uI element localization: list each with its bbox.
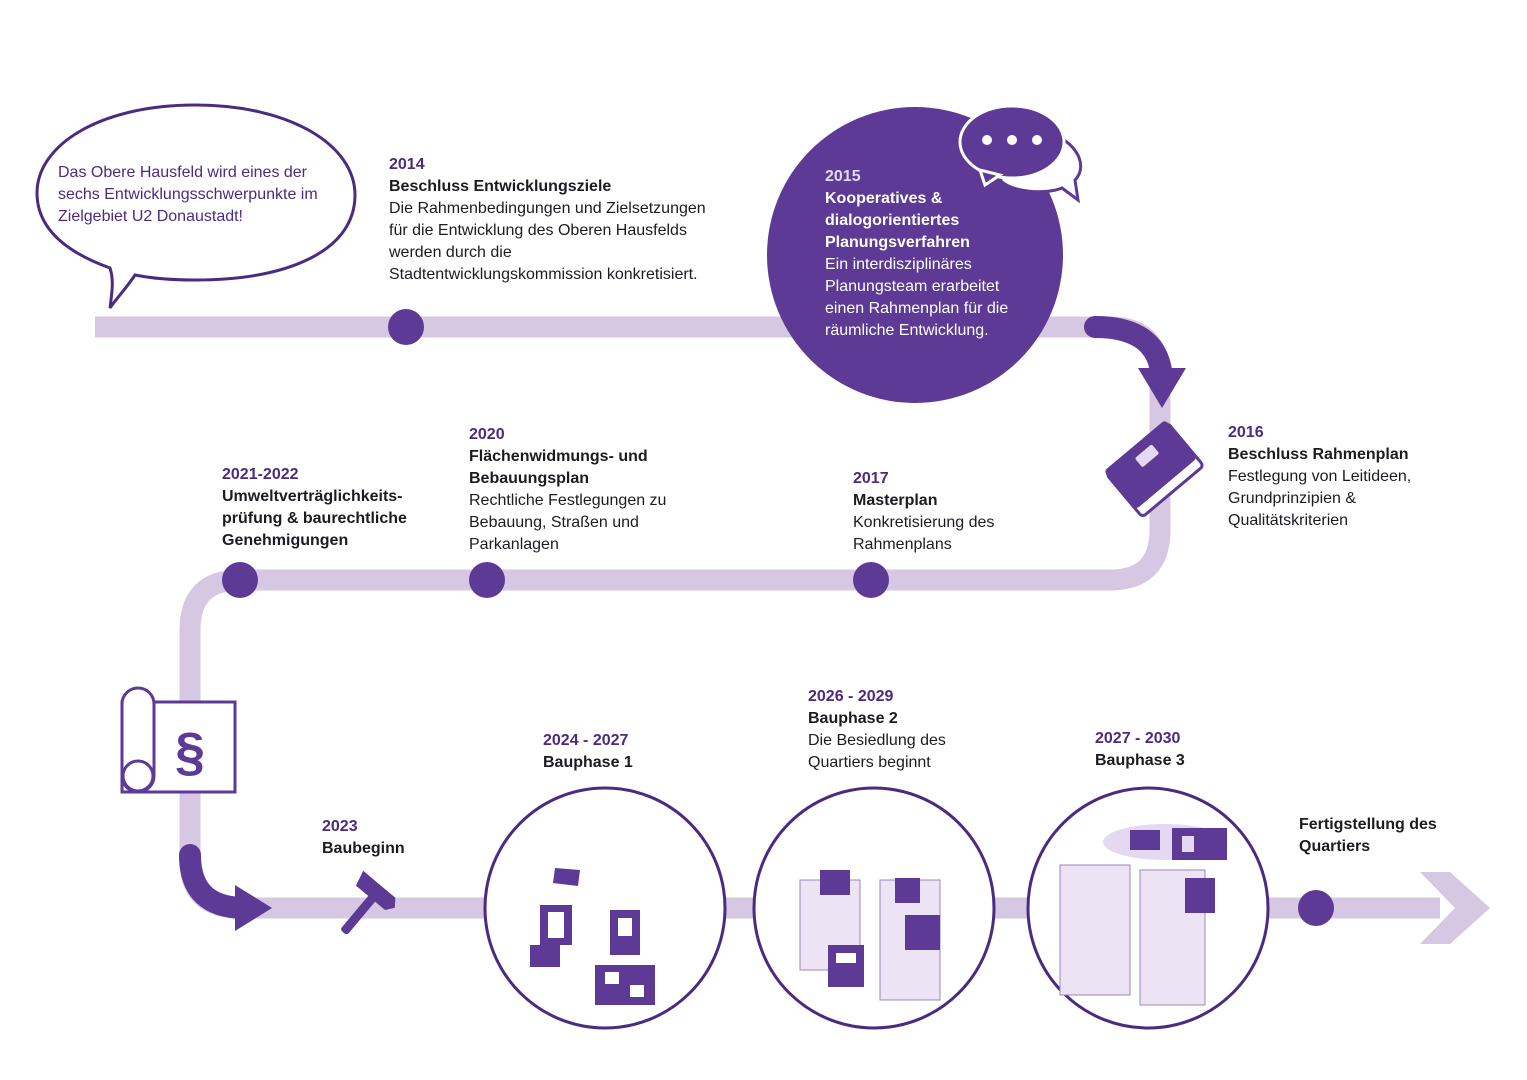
milestone-2017: 2017 Masterplan Konkretisierung des Rahm… bbox=[853, 468, 1043, 556]
milestone-year: 2016 bbox=[1228, 424, 1264, 441]
construction-phase-3-circle bbox=[1026, 786, 1270, 1030]
timeline-track bbox=[95, 316, 1440, 919]
milestone-year: 2024 - 2027 bbox=[543, 732, 629, 749]
milestone-title: Bauphase 2 bbox=[808, 710, 898, 727]
book-icon bbox=[1105, 421, 1204, 518]
construction-phase-2-circle bbox=[752, 786, 996, 1030]
speech-bubble-shape bbox=[35, 103, 357, 309]
milestone-desc: Konkretisierung des Rahmenplans bbox=[853, 514, 995, 553]
svg-text:§: § bbox=[175, 722, 205, 782]
speech-bubble-text: Das Obere Hausfeld wird eines der sechs … bbox=[58, 164, 318, 225]
milestone-title: Bauphase 1 bbox=[543, 754, 633, 771]
milestone-dot-end bbox=[1298, 890, 1334, 926]
milestone-year: 2017 bbox=[853, 470, 889, 487]
legal-scroll-icon: § bbox=[120, 686, 237, 794]
milestone-dot-2021 bbox=[222, 562, 258, 598]
milestone-title: Fertigstellung des Quartiers bbox=[1299, 816, 1437, 855]
milestone-2023: 2023 Baubeginn bbox=[322, 816, 472, 860]
milestone-title: Beschluss Entwicklungsziele bbox=[389, 178, 612, 195]
hammer-icon bbox=[341, 870, 396, 935]
milestone-2016: 2016 Beschluss Rahmenplan Festlegung von… bbox=[1228, 422, 1448, 532]
milestone-2014: 2014 Beschluss Entwicklungsziele Die Rah… bbox=[389, 154, 709, 286]
milestone-title: Masterplan bbox=[853, 492, 938, 509]
milestone-title: Flächenwidmungs- und Bebauungsplan bbox=[469, 448, 648, 487]
milestone-title: Umweltverträglichkeits-prüfung & baurech… bbox=[222, 488, 407, 549]
milestone-dot-2014 bbox=[388, 309, 424, 345]
curved-arrow-icon bbox=[179, 844, 256, 919]
milestone-bauphase-3: 2027 - 2030 Bauphase 3 bbox=[1095, 728, 1275, 772]
milestone-dot-2017 bbox=[853, 562, 889, 598]
milestone-2020: 2020 Flächenwidmungs- und Bebauungsplan … bbox=[469, 424, 709, 556]
milestone-desc: Die Rahmenbedingungen und Zielsetzungen … bbox=[389, 200, 706, 283]
milestone-title: Beschluss Rahmenplan bbox=[1228, 446, 1409, 463]
milestone-title: Baubeginn bbox=[322, 840, 405, 857]
milestone-year: 2027 - 2030 bbox=[1095, 730, 1181, 747]
milestone-desc: Festlegung von Leitideen, Grundprinzipie… bbox=[1228, 468, 1412, 529]
milestone-year: 2021-2022 bbox=[222, 466, 299, 483]
milestone-year: 2023 bbox=[322, 818, 358, 835]
milestone-2021-2022: 2021-2022 Umweltverträglichkeits-prüfung… bbox=[222, 464, 437, 552]
milestone-desc: Die Besiedlung des Quartiers beginnt bbox=[808, 732, 946, 771]
milestone-year: 2020 bbox=[469, 426, 505, 443]
chat-bubbles-icon bbox=[958, 104, 1083, 204]
construction-phase-1-circle bbox=[483, 786, 727, 1030]
milestone-2015: 2015 Kooperatives & dialogorientiertes P… bbox=[825, 166, 1040, 342]
milestone-dot-2020 bbox=[469, 562, 505, 598]
milestone-bauphase-2: 2026 - 2029 Bauphase 2 Die Besiedlung de… bbox=[808, 686, 988, 774]
end-arrow-icon bbox=[1420, 872, 1490, 944]
milestone-year: 2026 - 2029 bbox=[808, 688, 894, 705]
milestone-title: Bauphase 3 bbox=[1095, 752, 1185, 769]
milestone-desc: Rechtliche Festlegungen zu Bebauung, Str… bbox=[469, 492, 667, 553]
milestone-title: Kooperatives & dialogorientiertes Planun… bbox=[825, 190, 970, 251]
milestone-year: 2015 bbox=[825, 168, 861, 185]
milestone-completion: Fertigstellung des Quartiers bbox=[1299, 814, 1469, 858]
milestone-year: 2014 bbox=[389, 156, 425, 173]
milestone-bauphase-1: 2024 - 2027 Bauphase 1 bbox=[543, 730, 723, 774]
milestone-desc: Ein interdisziplinäres Planungsteam erar… bbox=[825, 256, 1009, 339]
